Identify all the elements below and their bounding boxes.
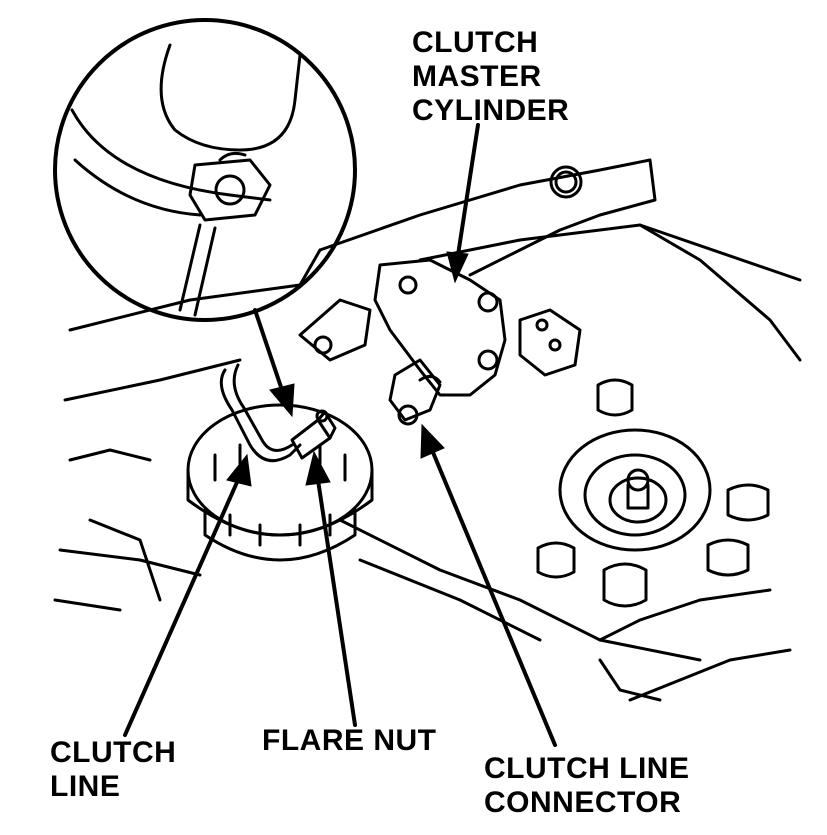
connector-leader — [420, 423, 557, 747]
label-line: CYLINDER — [412, 94, 570, 127]
cowl-edges — [53, 248, 322, 612]
label-line: CLUTCH LINE — [484, 752, 690, 785]
master-cylinder-label: CLUTCH MASTER CYLINDER — [412, 26, 569, 128]
label-line: LINE — [50, 770, 121, 803]
detail-view — [53, 18, 357, 322]
brake-reservoir — [186, 403, 374, 562]
label-line: CLUTCH — [50, 736, 177, 769]
clutch-line-leader — [123, 453, 252, 737]
flare-nut-label: FLARE NUT — [262, 724, 436, 758]
flare-nut-leader — [305, 450, 357, 727]
label-line: CLUTCH — [412, 26, 539, 59]
master-cylinder-part — [298, 258, 582, 426]
clutch-line-label: CLUTCH LINE — [50, 736, 176, 804]
strut-bolts — [536, 378, 770, 608]
label-line: MASTER — [412, 60, 542, 93]
line-connector-label: CLUTCH LINE CONNECTOR — [484, 752, 689, 820]
body-panel — [318, 158, 802, 362]
frame-rails — [68, 448, 792, 702]
label-line: CONNECTOR — [484, 786, 682, 819]
flare-nut-part — [290, 409, 337, 460]
master-cylinder-leader — [446, 123, 480, 284]
strut-mount — [558, 428, 712, 552]
label-line: FLARE NUT — [262, 724, 437, 757]
detail-view-leader — [253, 308, 295, 418]
clutch-line-tube — [219, 363, 302, 463]
